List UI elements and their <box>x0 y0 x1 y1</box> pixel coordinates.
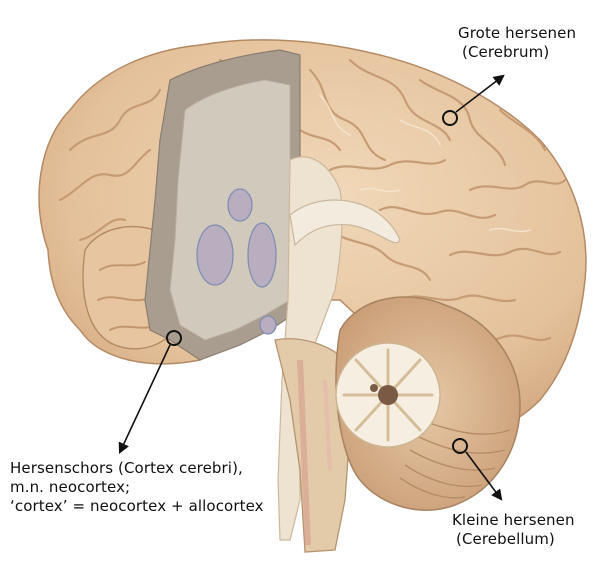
label-cortex-line1: Hersenschors (Cortex cerebri), <box>10 459 264 478</box>
label-cerebrum-line1: Grote hersenen <box>458 24 576 43</box>
arbor-vitae <box>336 343 440 447</box>
label-cerebellum-line1: Kleine hersenen <box>452 511 575 530</box>
label-cortex: Hersenschors (Cortex cerebri), m.n. neoc… <box>10 459 264 516</box>
label-cerebellum-line2: (Cerebellum) <box>452 530 575 549</box>
label-cerebrum-line2: (Cerebrum) <box>458 43 576 62</box>
label-cerebellum: Kleine hersenen (Cerebellum) <box>452 511 575 549</box>
label-cortex-line2: m.n. neocortex; <box>10 478 264 497</box>
label-cerebrum: Grote hersenen (Cerebrum) <box>458 24 576 62</box>
label-cortex-line3: ‘cortex’ = neocortex + allocortex <box>10 497 264 516</box>
